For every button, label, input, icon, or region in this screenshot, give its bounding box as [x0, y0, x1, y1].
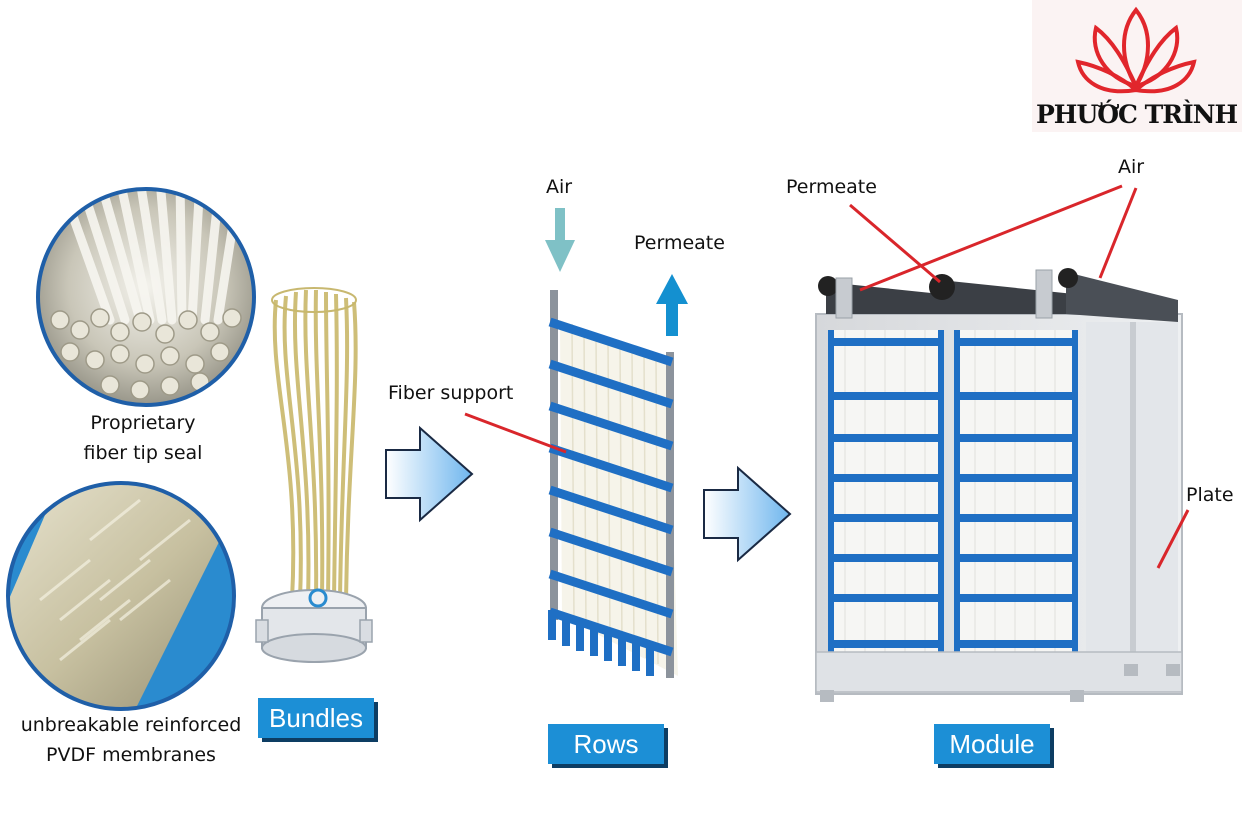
air-down-arrow — [545, 208, 575, 272]
air-label-rows: Air — [546, 176, 573, 198]
leader-lines — [464, 184, 1190, 569]
stage-tag-module: Module — [934, 724, 1050, 764]
fiber-tip-seal-photo — [36, 187, 256, 407]
membranes-line-1: unbreakable reinforced — [20, 714, 242, 736]
fiber-tip-seal-caption: Proprietary fiber tip seal — [58, 408, 228, 468]
air-label-module: Air — [1118, 156, 1145, 178]
fiber-support-label: Fiber support — [388, 382, 514, 404]
module-illustration — [815, 268, 1183, 702]
fiber-tip-seal-line-1: Proprietary — [90, 412, 196, 434]
flow-arrow-2 — [703, 465, 792, 563]
fiber-bundle-illustration — [255, 287, 373, 663]
stage-tag-bundles: Bundles — [258, 698, 374, 738]
rows-illustration — [548, 290, 678, 678]
plate-label: Plate — [1186, 484, 1234, 506]
pvdf-membrane-photo — [6, 481, 236, 711]
permeate-label-module: Permeate — [786, 176, 877, 198]
fiber-tip-seal-line-2: fiber tip seal — [83, 442, 203, 464]
stage-tag-rows: Rows — [548, 724, 664, 764]
flow-arrow-1 — [385, 425, 474, 523]
permeate-up-arrow — [656, 274, 688, 336]
permeate-label-rows: Permeate — [634, 232, 725, 254]
logo-text: PHƯỚC TRÌNH — [1036, 100, 1238, 129]
membranes-caption: unbreakable reinforced PVDF membranes — [6, 710, 256, 770]
membranes-line-2: PVDF membranes — [46, 744, 216, 766]
